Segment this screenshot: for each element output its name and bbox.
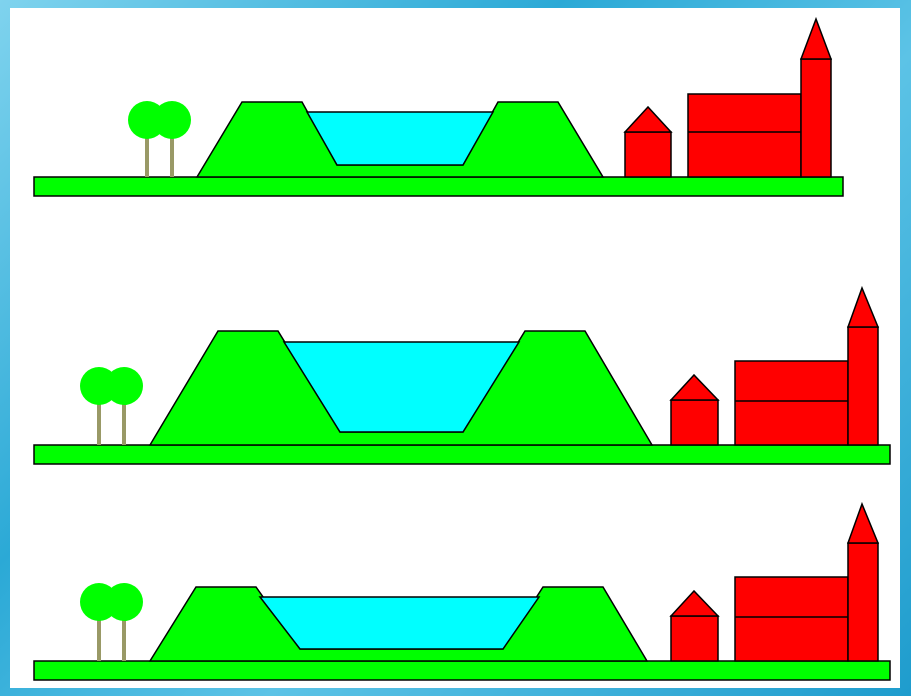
church-icon	[688, 19, 831, 177]
trees	[80, 367, 143, 445]
ground-strip	[34, 445, 890, 464]
cross-section-1	[34, 19, 843, 196]
house-icon	[671, 591, 718, 661]
diagram-canvas	[10, 8, 900, 688]
tree-icon	[105, 367, 143, 445]
church-icon	[735, 504, 878, 661]
ground-strip	[34, 661, 890, 680]
ground-strip	[34, 177, 843, 196]
trees	[80, 583, 143, 661]
trees	[128, 101, 191, 177]
dike-cross-sections	[10, 8, 900, 688]
house-icon	[625, 107, 671, 177]
church-icon	[735, 288, 878, 445]
cross-section-2	[34, 288, 890, 464]
tree-icon	[153, 101, 191, 177]
canal-water	[307, 112, 493, 165]
house-icon	[671, 375, 718, 445]
tree-icon	[105, 583, 143, 661]
canal-water	[260, 597, 539, 649]
cross-section-3	[34, 504, 890, 680]
